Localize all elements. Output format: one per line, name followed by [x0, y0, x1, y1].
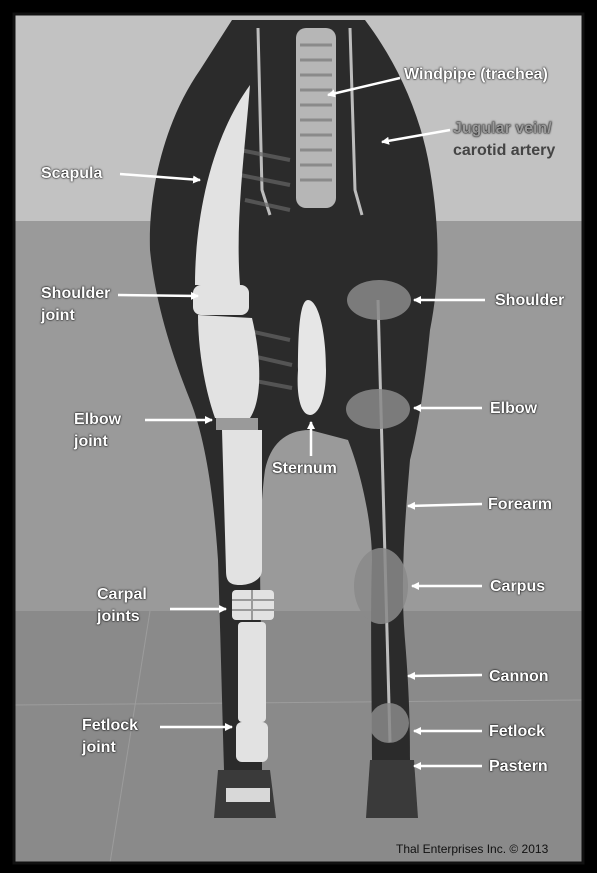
label-carpus: Carpus — [490, 576, 545, 597]
label-shoulder: Shoulder — [495, 290, 564, 311]
label-scapula: Scapula — [41, 163, 102, 184]
label-fetlock: Fetlock — [489, 721, 545, 742]
fetlock-bone — [236, 722, 268, 762]
left-hoof-bone — [226, 788, 270, 802]
shoulder-region — [347, 280, 411, 320]
label-windpipe: Windpipe (trachea) — [404, 64, 548, 85]
trachea — [296, 28, 336, 208]
label-fetlock-joint-line2: joint — [82, 737, 116, 758]
label-elbow-joint-line2: joint — [74, 431, 108, 452]
shoulder-joint-bone — [193, 285, 249, 315]
label-fetlock-joint-line1: Fetlock — [82, 715, 138, 736]
carpus-region — [354, 548, 408, 624]
elbow-region — [346, 389, 410, 429]
fetlock-region — [369, 703, 409, 743]
radius-bone — [222, 430, 262, 585]
label-elbow: Elbow — [490, 398, 537, 419]
cannon-bone — [238, 622, 266, 722]
label-carpal-line1: Carpal — [97, 584, 147, 605]
label-sternum: Sternum — [272, 458, 337, 479]
label-carpal-line2: joints — [97, 606, 140, 627]
label-jugular-line2: carotid artery — [453, 140, 555, 161]
label-forearm: Forearm — [488, 494, 552, 515]
label-cannon: Cannon — [489, 666, 549, 687]
arrow-shoulder-joint — [118, 295, 198, 296]
label-jugular-line1: Jugular vein/ — [453, 118, 552, 139]
label-shoulder-joint-line1: Shoulder — [41, 283, 110, 304]
label-shoulder-joint-line2: joint — [41, 305, 75, 326]
label-elbow-joint-line1: Elbow — [74, 409, 121, 430]
copyright-credit: Thal Enterprises Inc. © 2013 — [396, 842, 548, 856]
label-pastern: Pastern — [489, 756, 548, 777]
right-hoof — [366, 760, 418, 818]
arrow-cannon — [408, 675, 482, 676]
